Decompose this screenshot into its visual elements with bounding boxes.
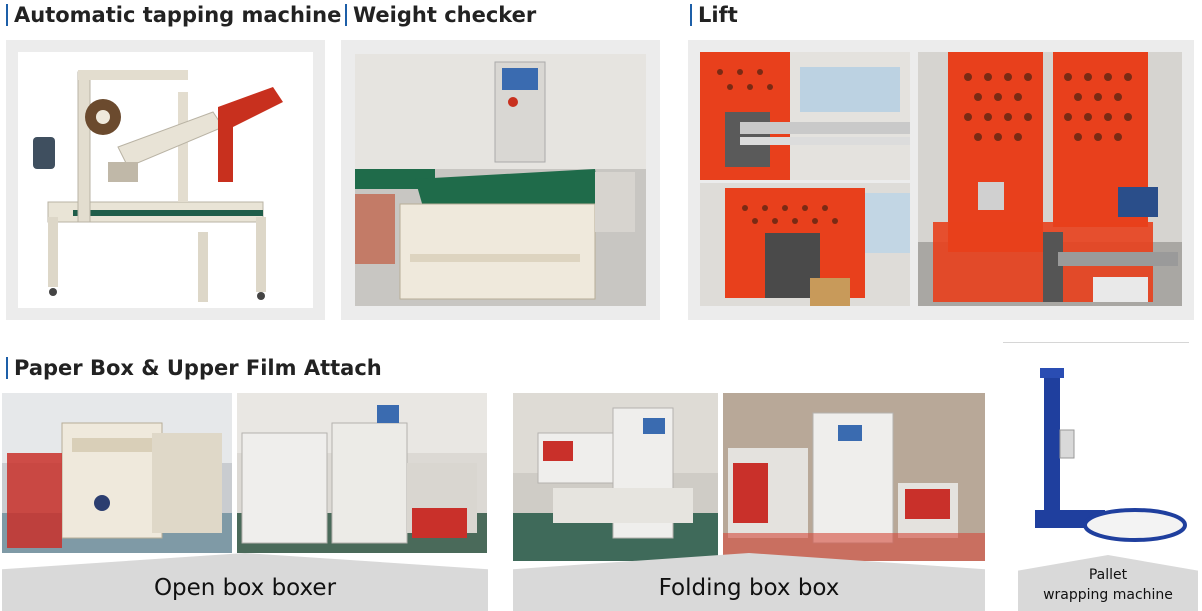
open-box-caption: Open box boxer <box>153 575 337 601</box>
heading-automatic-tapping-machine: Automatic tapping machine <box>6 2 341 28</box>
pallet-caption-band: Pallet wrapping machine <box>1018 555 1198 611</box>
folding-box-photo-right <box>723 393 985 561</box>
heading-text: Paper Box & Upper Film Attach <box>14 356 382 380</box>
lift-frame <box>688 40 1194 320</box>
pallet-caption-line2: wrapping machine <box>1043 587 1173 603</box>
folding-box-photo-left <box>513 393 718 561</box>
open-box-photo-right <box>237 393 487 553</box>
heading-accent-bar <box>690 4 692 26</box>
heading-accent-bar <box>6 357 8 379</box>
lift-photo-top <box>700 52 910 180</box>
pallet-wrapping-photo <box>1010 360 1188 550</box>
open-box-photo-left <box>2 393 232 553</box>
pallet-top-rule <box>1003 342 1189 343</box>
heading-paper-box-upper-film-attach: Paper Box & Upper Film Attach <box>6 355 382 381</box>
weight-checker-photo <box>355 54 646 306</box>
weight-checker-frame <box>341 40 660 320</box>
heading-text: Lift <box>698 3 738 27</box>
heading-accent-bar <box>6 4 8 26</box>
tapping-machine-frame <box>6 40 325 320</box>
lift-photo-large <box>918 52 1182 306</box>
pallet-caption: Pallet wrapping machine <box>1043 565 1173 611</box>
tapping-machine-photo <box>18 52 313 308</box>
heading-accent-bar <box>345 4 347 26</box>
open-box-caption-band: Open box boxer <box>2 553 488 611</box>
lift-photo-bottom <box>700 183 910 306</box>
heading-lift: Lift <box>690 2 738 28</box>
folding-box-caption: Folding box box <box>658 575 840 601</box>
heading-text: Automatic tapping machine <box>14 3 342 27</box>
heading-weight-checker: Weight checker <box>345 2 536 28</box>
pallet-caption-line1: Pallet <box>1088 567 1128 583</box>
folding-box-caption-band: Folding box box <box>513 553 985 611</box>
heading-text: Weight checker <box>353 3 537 27</box>
